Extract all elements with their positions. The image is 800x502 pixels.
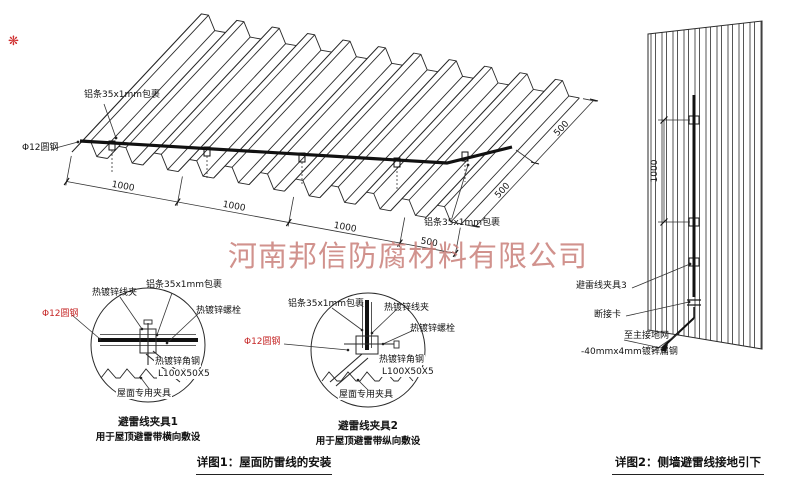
detail1-title: 避雷线夹具1 (118, 416, 178, 428)
roof-alu-strip-label-top: 铝条35x1mm包裹 (84, 90, 161, 100)
detail1-clip-label: 热镀锌线夹 (92, 288, 138, 298)
detail2-fixture-label: 屋面专用夹具 (338, 390, 395, 401)
detail2-title: 避雷线夹具2 (338, 420, 398, 432)
detail1-drawing (71, 287, 206, 403)
detail2-rod-label: Φ12圆钢 (244, 337, 281, 347)
roof-slope-dimension (464, 98, 599, 228)
roof-round-steel-label: Φ12圆钢 (22, 143, 59, 153)
detail2-clip-label: 热镀锌线夹 (384, 303, 430, 313)
detail2-drawing (283, 292, 426, 408)
detail1-alu-label: 铝条35x1mm包裹 (146, 280, 223, 290)
roof-front-dimension (63, 155, 461, 258)
detail2-subtitle: 用于屋顶避雷带纵向敷设 (315, 436, 421, 447)
wall-dim-1000: 1000 (649, 159, 660, 183)
detail1-fixture-label: 屋面专用夹具 (116, 389, 173, 400)
wall-drawing (623, 20, 763, 353)
roof-alu-strip-label-right: 铝条35x1mm包裹 (424, 218, 501, 228)
roof-lightning-wire (79, 139, 513, 190)
wall-clamp3-label: 避雷线夹具3 (576, 281, 627, 291)
roof-corrugated-sheet (71, 13, 580, 225)
detail1-subtitle: 用于屋顶避雷带横向敷设 (95, 432, 201, 443)
figure1-caption: 详图1：屋面防雷线的安装 (196, 454, 332, 475)
red-logo-mark: ❋ (8, 34, 19, 49)
detail2-angle-label: 热镀锌角钢 (378, 355, 426, 366)
detail1-bolt-label: 热镀锌螺栓 (196, 306, 242, 316)
wall-flat-steel-label: -40mmx4mm镀锌扁钢 (581, 347, 678, 357)
detail2-bolt-label: 热镀锌螺栓 (410, 324, 456, 334)
detail2-angle-size-label: L100X50X5 (381, 367, 435, 378)
detail1-angle-label: 热镀锌角钢 (154, 357, 202, 368)
wall-to-ground-label: 至主接地网 (624, 331, 670, 341)
detail1-rod-label: Φ12圆钢 (42, 309, 79, 319)
wall-disconnect-label: 断接卡 (594, 310, 622, 320)
figure2-caption: 详图2：侧墙避雷线接地引下 (612, 454, 764, 475)
detail2-alu-label: 铝条35x1mm包裹 (288, 299, 365, 309)
roof-leader-lines (51, 103, 470, 219)
detail1-angle-size-label: L100X50X5 (157, 369, 211, 380)
